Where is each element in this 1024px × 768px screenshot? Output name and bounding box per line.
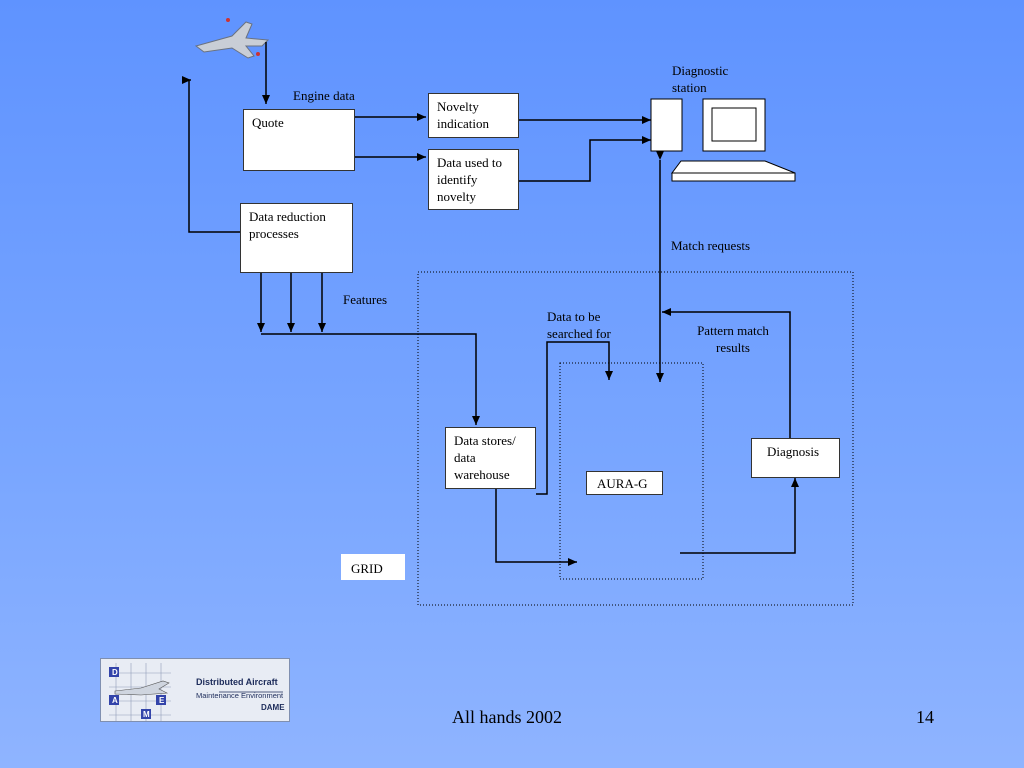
dataused-to-station-arrow <box>519 136 651 182</box>
logo-letter-m: M <box>143 710 150 719</box>
pattern-match-arrow <box>662 308 791 438</box>
logo-letter-e: E <box>159 696 165 705</box>
data-stores-box: Data stores/ data warehouse <box>445 427 536 489</box>
logo-graphic <box>109 663 283 721</box>
quote-box: Quote <box>243 109 355 171</box>
match-requests-label: Match requests <box>671 238 751 253</box>
logo-line1: Distributed Aircraft <box>196 677 278 687</box>
aura-boundary <box>559 362 704 580</box>
grid-box: GRID <box>341 554 405 580</box>
logo-letter-a: A <box>112 696 118 705</box>
page-number: 14 <box>916 707 934 727</box>
engine-data-label: Engine data <box>293 88 355 103</box>
footer-event: All hands 2002 <box>452 707 562 727</box>
logo-line2: Maintenance Environment <box>196 691 284 700</box>
features-label: Features <box>343 292 388 307</box>
computer-icon <box>650 98 796 182</box>
data-to-be-searched-label: Data to be searched for <box>547 309 611 341</box>
novelty-indication-box: Novelty indication <box>428 93 519 138</box>
logo-line3: DAME <box>261 703 285 712</box>
airplane-icon <box>194 18 270 59</box>
dame-logo: D A E M Distributed Aircraft Maintenance… <box>100 658 290 722</box>
features-to-datastores-arrow <box>261 333 480 425</box>
data-used-box: Data used to identify novelty <box>428 149 519 210</box>
logo-letter-d: D <box>112 668 118 677</box>
aura-g-box: AURA-G <box>586 471 663 495</box>
diagnostic-station-label: Diagnostic station <box>672 63 729 95</box>
aura-to-diagnosis-arrow <box>680 478 799 554</box>
diagnosis-box: Diagnosis <box>751 438 840 478</box>
pattern-match-label: Pattern match results <box>697 323 769 355</box>
search-data-arrow <box>536 341 613 495</box>
datastores-to-aura-arrow <box>495 489 577 566</box>
data-reduction-box: Data reduction processes <box>240 203 353 273</box>
feedback-loop-arrow <box>182 76 240 233</box>
